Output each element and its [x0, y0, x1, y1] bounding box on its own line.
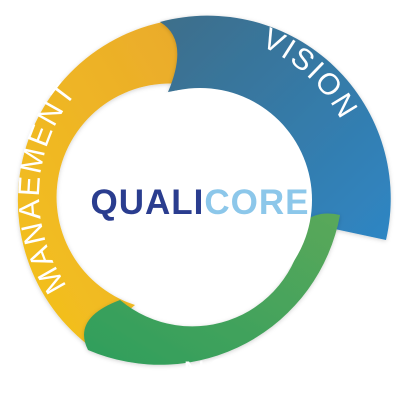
center-disc — [88, 88, 312, 312]
logo-text: QUALICORE — [90, 183, 309, 222]
logo-word-core: CORE — [204, 183, 309, 222]
vision-segment — [160, 15, 391, 240]
mission-segment — [84, 213, 340, 365]
logo-word-quali: QUALI — [90, 183, 204, 222]
management-segment — [17, 17, 206, 346]
